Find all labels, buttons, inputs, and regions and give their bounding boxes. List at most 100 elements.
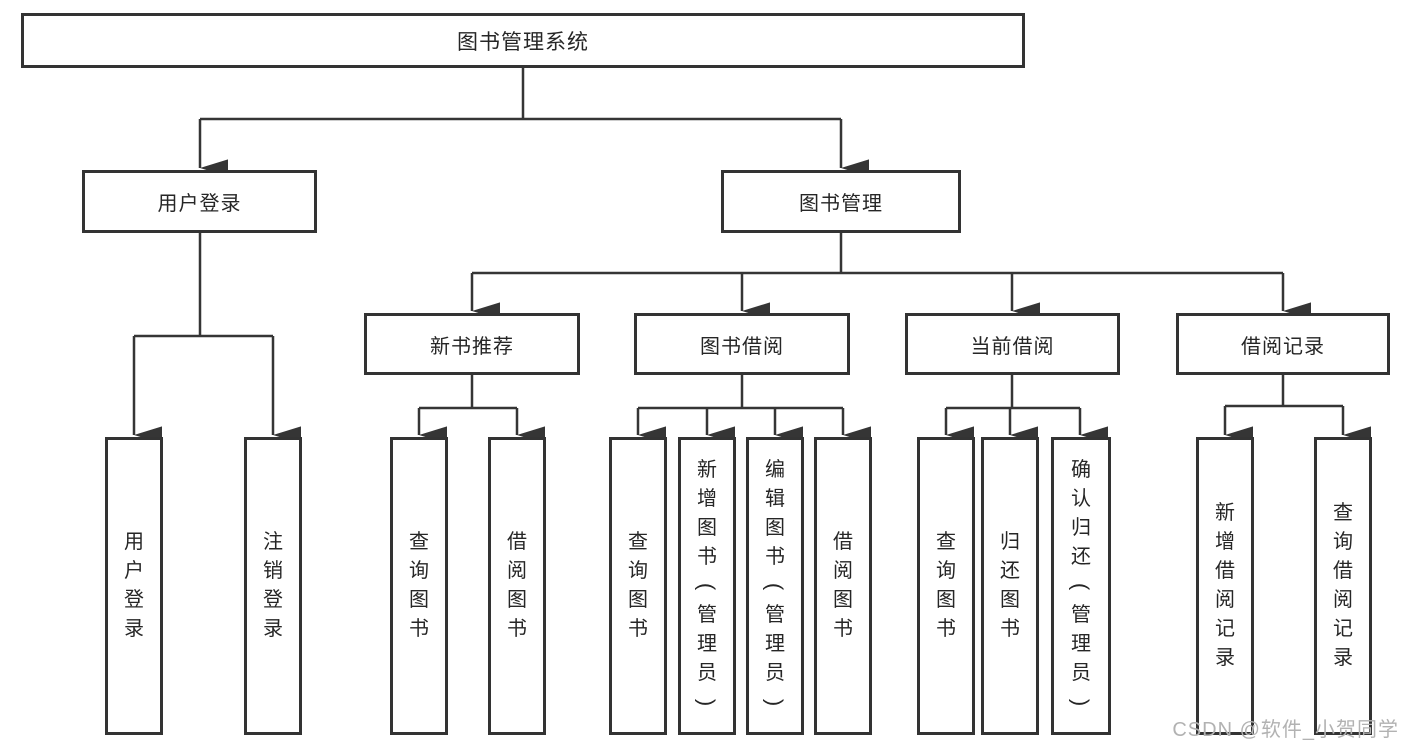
vertical-char: 新 bbox=[697, 458, 717, 481]
vertical-char: 归 bbox=[1000, 531, 1020, 553]
leaf-confirm-return-admin: 确认归还(管理员) bbox=[1051, 437, 1111, 735]
vertical-char: 图 bbox=[409, 589, 429, 611]
node-current-borrowing: 当前借阅 bbox=[905, 313, 1120, 375]
vertical-char: 图 bbox=[833, 589, 853, 611]
node-book-management: 图书管理 bbox=[721, 170, 961, 233]
leaf-borrow-books-1: 借阅图书 bbox=[488, 437, 546, 735]
vertical-paren-char: ( bbox=[762, 582, 788, 590]
vertical-char: 询 bbox=[628, 560, 648, 582]
leaf-return-books: 归还图书 bbox=[981, 437, 1039, 735]
vertical-char: 管 bbox=[697, 603, 717, 626]
leaf-label: 借阅图书 bbox=[817, 440, 869, 732]
node-new-book-recommendation: 新书推荐 bbox=[364, 313, 580, 375]
vertical-char: 注 bbox=[263, 531, 283, 553]
vertical-char: 辑 bbox=[765, 487, 785, 510]
leaf-label: 查询借阅记录 bbox=[1317, 440, 1369, 732]
vertical-char: 阅 bbox=[833, 560, 853, 582]
vertical-char: 阅 bbox=[1215, 589, 1235, 611]
leaf-label: 新增借阅记录 bbox=[1199, 440, 1251, 732]
connector-new-book-children bbox=[417, 375, 545, 444]
connector-book-borrow-children bbox=[636, 375, 871, 444]
leaf-label: 查询图书 bbox=[393, 440, 445, 732]
vertical-char: 图 bbox=[765, 516, 785, 539]
connector-user-login-children bbox=[132, 233, 301, 444]
vertical-char: 增 bbox=[1215, 531, 1235, 553]
vertical-char: 查 bbox=[409, 531, 429, 553]
vertical-char: 询 bbox=[936, 560, 956, 582]
vertical-char: 借 bbox=[833, 531, 853, 553]
vertical-char: 户 bbox=[124, 560, 144, 582]
vertical-char: 查 bbox=[936, 531, 956, 553]
leaf-query-books-1: 查询图书 bbox=[390, 437, 448, 735]
vertical-char: 还 bbox=[1071, 545, 1091, 568]
vertical-char: 确 bbox=[1071, 458, 1091, 481]
vertical-char: 图 bbox=[507, 589, 527, 611]
leaf-label: 归还图书 bbox=[984, 440, 1036, 732]
vertical-char: 图 bbox=[697, 516, 717, 539]
vertical-char: 记 bbox=[1333, 618, 1353, 640]
vertical-char: 员 bbox=[1071, 661, 1091, 684]
vertical-char: 理 bbox=[765, 632, 785, 655]
leaf-borrow-books-2: 借阅图书 bbox=[814, 437, 872, 735]
csdn-watermark: CSDN @软件_小贺同学 bbox=[1172, 719, 1399, 741]
vertical-char: 书 bbox=[628, 618, 648, 640]
node-user-login: 用户登录 bbox=[82, 170, 317, 233]
connector-current-borrow-children bbox=[944, 375, 1108, 444]
node-library-management-system: 图书管理系统 bbox=[21, 13, 1025, 68]
vertical-char: 图 bbox=[936, 589, 956, 611]
vertical-char: 询 bbox=[1333, 531, 1353, 553]
node-borrowing-records: 借阅记录 bbox=[1176, 313, 1390, 375]
vertical-char: 书 bbox=[833, 618, 853, 640]
leaf-label: 编辑图书 ( 管理员) bbox=[749, 440, 801, 732]
vertical-paren-char: ) bbox=[1068, 698, 1094, 706]
vertical-char: 图 bbox=[1000, 589, 1020, 611]
vertical-char: 书 bbox=[1000, 618, 1020, 640]
vertical-paren-char: ( bbox=[694, 582, 720, 590]
vertical-char: 还 bbox=[1000, 560, 1020, 582]
vertical-char: 书 bbox=[936, 618, 956, 640]
vertical-char: 销 bbox=[263, 560, 283, 582]
vertical-char: 借 bbox=[1215, 560, 1235, 582]
connector-book-management-children bbox=[470, 233, 1311, 320]
leaf-query-books-2: 查询图书 bbox=[609, 437, 667, 735]
vertical-char: 录 bbox=[263, 618, 283, 640]
vertical-char: 书 bbox=[697, 545, 717, 568]
vertical-char: 增 bbox=[697, 487, 717, 510]
vertical-char: 阅 bbox=[1333, 589, 1353, 611]
vertical-char: 管 bbox=[1071, 603, 1091, 626]
vertical-char: 借 bbox=[507, 531, 527, 553]
vertical-char: 登 bbox=[263, 589, 283, 611]
connector-borrow-records-children bbox=[1223, 375, 1371, 444]
node-book-borrowing: 图书借阅 bbox=[634, 313, 850, 375]
vertical-char: 员 bbox=[765, 661, 785, 684]
vertical-char: 归 bbox=[1071, 516, 1091, 539]
vertical-char: 录 bbox=[1215, 647, 1235, 669]
leaf-query-borrow-record: 查询借阅记录 bbox=[1314, 437, 1372, 735]
leaf-query-books-3: 查询图书 bbox=[917, 437, 975, 735]
vertical-char: 书 bbox=[409, 618, 429, 640]
vertical-paren-char: ) bbox=[762, 698, 788, 706]
vertical-char: 借 bbox=[1333, 560, 1353, 582]
vertical-char: 认 bbox=[1071, 487, 1091, 510]
vertical-char: 理 bbox=[1071, 632, 1091, 655]
leaf-label: 查询图书 bbox=[920, 440, 972, 732]
vertical-char: 查 bbox=[1333, 502, 1353, 524]
vertical-char: 录 bbox=[124, 618, 144, 640]
vertical-char: 管 bbox=[765, 603, 785, 626]
leaf-label: 确认归还(管理员) bbox=[1054, 440, 1108, 732]
vertical-char: 书 bbox=[507, 618, 527, 640]
vertical-paren-char: ) bbox=[694, 698, 720, 706]
vertical-char: 询 bbox=[409, 560, 429, 582]
leaf-label: 注销登录 bbox=[247, 440, 299, 732]
leaf-user-login: 用户登录 bbox=[105, 437, 163, 735]
leaf-add-books-admin: 新增图书(管理员) bbox=[678, 437, 736, 735]
vertical-char: 员 bbox=[697, 661, 717, 684]
vertical-char: 新 bbox=[1215, 502, 1235, 524]
leaf-label: 用户登录 bbox=[108, 440, 160, 732]
vertical-char: 书 bbox=[765, 545, 785, 568]
vertical-char: 图 bbox=[628, 589, 648, 611]
vertical-char: 编 bbox=[765, 458, 785, 481]
leaf-label: 借阅图书 bbox=[491, 440, 543, 732]
leaf-add-borrow-record: 新增借阅记录 bbox=[1196, 437, 1254, 735]
